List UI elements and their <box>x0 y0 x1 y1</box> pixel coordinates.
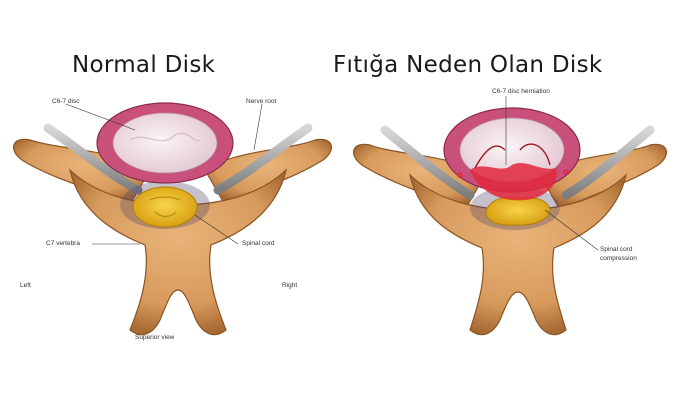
title-normal-disk: Normal Disk <box>72 52 216 78</box>
vertebra-normal <box>13 102 332 336</box>
vertebral-arch-h <box>408 173 628 336</box>
label-nerve-root: Nerve root <box>246 98 277 105</box>
disc-nucleus <box>112 112 218 174</box>
label-spinal-cord: Spinal cord <box>242 240 275 247</box>
nerve-root-right-h <box>561 125 655 200</box>
nerve-root-right <box>213 123 313 195</box>
label-superior-view: Superior view <box>135 334 175 341</box>
label-herniation: C6-7 disc herniation <box>492 88 550 95</box>
label-compression-1: Spinal cord <box>600 246 633 253</box>
spinal-cord <box>132 186 198 228</box>
nerve-root-left-h <box>380 125 475 200</box>
vertebral-arch <box>68 168 288 336</box>
herniation <box>470 163 557 201</box>
vertebra-herniated <box>353 107 667 336</box>
label-right: Right <box>282 282 298 289</box>
label-disc: C6-7 disc <box>52 98 80 105</box>
nerve-root-left <box>43 123 143 195</box>
spinal-cord-compressed <box>485 196 551 226</box>
label-vertebra: C7 vertebra <box>46 240 80 247</box>
title-herniated-disk: Fıtığa Neden Olan Disk <box>333 52 603 78</box>
label-compression-2: compression <box>600 255 637 262</box>
label-left: Left <box>20 282 31 289</box>
